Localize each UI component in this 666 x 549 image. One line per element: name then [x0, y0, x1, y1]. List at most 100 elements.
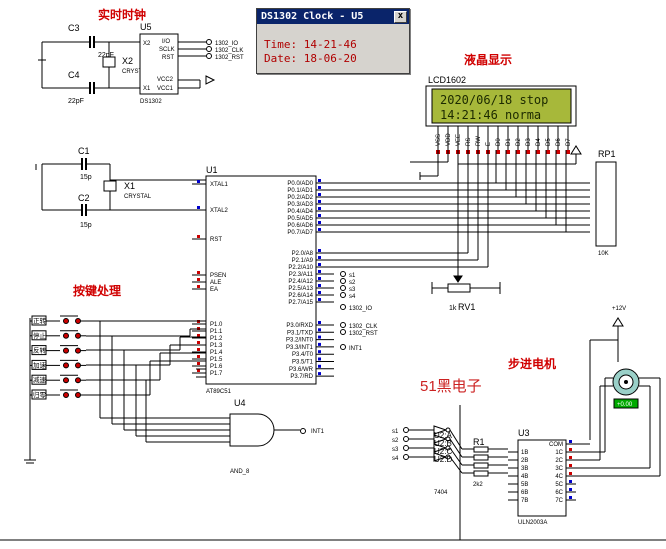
lcd-pin-state [496, 150, 500, 154]
rp1-value: 10K [598, 251, 609, 257]
popup-time-label: Time: [264, 38, 298, 51]
u1-pin-state [197, 235, 200, 238]
u3-pin-label: 5B [521, 482, 528, 488]
capacitor-c4[interactable] [42, 82, 140, 94]
lcd-pin-state [516, 150, 520, 154]
u1-left-pins: XTAL1XTAL2RSTPSENALEEAP1.0P1.1P1.2P1.3P1… [192, 180, 229, 377]
rp1-label: RP1 [598, 149, 616, 159]
key-label: 反转 [33, 346, 47, 355]
u1-pin-label: P1.1 [210, 329, 223, 335]
u3-pin-label: 1B [521, 450, 528, 456]
u1-pin-state [197, 355, 200, 358]
key-button-5[interactable] [63, 377, 69, 384]
u2b-label: U2:B [434, 439, 452, 448]
u5-type: DS1302 [140, 99, 162, 105]
stepper-motor[interactable] [599, 368, 661, 430]
u1-pin-label: P2.2/A10 [288, 265, 313, 271]
u1-pin-state [318, 179, 321, 182]
keys-section-label: 按键处理 [73, 283, 121, 298]
crystal-x1[interactable] [103, 164, 206, 211]
u1-pin-label: P0.5/AD5 [287, 216, 313, 222]
capacitor-c1[interactable] [42, 158, 110, 170]
and-gate-u4[interactable] [229, 413, 306, 447]
u1-pin-state [318, 357, 321, 361]
lcd-pin-label: D7 [566, 138, 572, 146]
capacitor-c2[interactable] [42, 204, 110, 216]
popup-titlebar[interactable]: DS1302 Clock - U5 x [257, 9, 409, 24]
u1-pin-state [318, 193, 321, 196]
c1-label: C1 [78, 146, 90, 156]
key-button-6[interactable] [63, 392, 69, 398]
u2-in-s1: s1 [392, 429, 399, 435]
key-button-4[interactable] [63, 362, 69, 369]
ground-wire-rtc [38, 42, 46, 88]
u3-pin-label: COM [549, 442, 563, 448]
net-1302-rst-b: 1302_RST [349, 331, 378, 337]
net-s3: s3 [349, 287, 356, 293]
u2-in-s4: s4 [392, 456, 399, 462]
u5-label: U5 [140, 22, 152, 32]
u3-pin-label: 6C [555, 490, 563, 496]
key-ground-bus [24, 318, 36, 464]
u2-type: 7404 [434, 490, 448, 496]
u1-pin-label: P0.4/AD4 [287, 209, 313, 215]
u1-pin-state [197, 285, 200, 288]
key-button-2[interactable] [63, 332, 69, 339]
lcd-pin-label: D5 [546, 138, 552, 146]
u1-pin-label: P2.7/A15 [288, 300, 313, 306]
u3-type: ULN2003A [518, 520, 547, 526]
ic-u1[interactable] [205, 175, 317, 385]
u1-pin-state [197, 180, 200, 183]
u1-pin-state [318, 328, 321, 332]
u5-pin-io: I/O [162, 39, 170, 45]
u1-pin-label: P1.2 [210, 336, 223, 342]
key-terminal [75, 318, 81, 324]
lcd-pin-label: E [486, 142, 492, 146]
x2-label: X2 [122, 56, 133, 66]
lcd-power-wires [410, 145, 582, 280]
u2-gate [433, 425, 448, 435]
key-button-1[interactable] [63, 318, 69, 324]
net-1302-io-b: 1302_IO [349, 306, 372, 312]
rv1-value: 1k [449, 305, 457, 312]
p3-net-terminals [340, 322, 346, 350]
u2c-label: U2:C [434, 447, 452, 456]
inverter-u2[interactable] [409, 425, 463, 474]
potentiometer-rv1[interactable] [431, 275, 501, 294]
u1-pin-state [318, 249, 321, 252]
u1-pin-label: P1.4 [210, 350, 223, 356]
u1-pin-state [318, 228, 321, 231]
resistor-pack-rp1[interactable] [595, 161, 617, 247]
ds1302-clock-popup[interactable]: DS1302 Clock - U5 x Time: 14-21-46 Date:… [256, 8, 410, 74]
u1-pin-label: P1.6 [210, 364, 223, 370]
u1-pin-state [318, 372, 321, 376]
net-1302-clk-b: 1302_CLK [349, 324, 377, 330]
u1-pin-state [318, 221, 321, 224]
lcd-pin-state [506, 150, 510, 154]
u3-pin-state [569, 464, 572, 467]
u1-pin-label: P2.3/A11 [289, 272, 314, 278]
lcd-pin-label: VSS [436, 134, 442, 146]
u3-pin-label: 3C [555, 466, 563, 472]
u3-pin-label: 7C [555, 498, 563, 504]
capacitor-c3[interactable] [42, 36, 140, 48]
close-icon[interactable]: x [394, 11, 407, 23]
u1-pin-state [318, 186, 321, 189]
u1-pin-label: P2.4/A12 [288, 279, 313, 285]
popup-time-row: Time: 14-21-46 [264, 38, 357, 51]
c3-value: 22pF [98, 52, 114, 59]
u1-pin-label: PSEN [210, 273, 226, 279]
key-button-3[interactable] [63, 347, 69, 354]
u1-pin-state [197, 348, 200, 351]
u1-pin-state [318, 270, 321, 273]
crystal-x2[interactable] [102, 42, 116, 88]
ic-u5[interactable] [139, 33, 179, 95]
u1-pin-state [318, 342, 321, 346]
resistor-array-r1[interactable] [473, 446, 489, 477]
u1-pin-state [318, 335, 321, 339]
ic-u3[interactable] [517, 439, 567, 517]
u3-pin-label: 4C [555, 474, 563, 480]
u5-pin-vcc1: VCC1 [157, 86, 174, 92]
